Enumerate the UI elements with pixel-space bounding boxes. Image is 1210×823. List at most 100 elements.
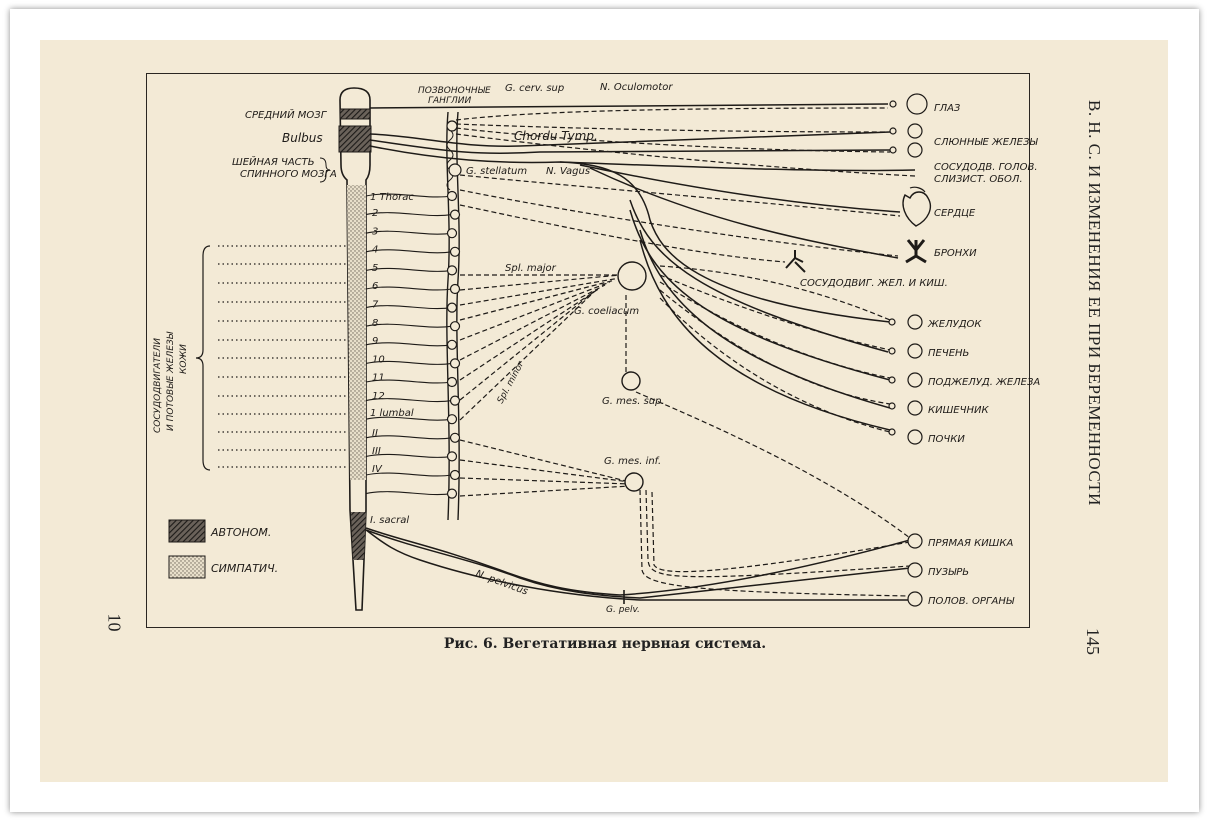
legend-sympathetic-label: СИМПАТИЧ. [211, 562, 278, 575]
chain-ganglion [446, 414, 458, 425]
label-bronchi: БРОНХИ [934, 248, 977, 259]
pancreas-terminal [907, 372, 923, 388]
ramus-communicans [365, 491, 453, 496]
label-ganglia-1: ПОЗВОНОЧНЫЕ [418, 86, 491, 96]
ganglion-stellatum [448, 163, 462, 177]
spinal-cord [338, 87, 372, 611]
label-g-cerv-sup: G. cerv. sup [505, 83, 564, 94]
ramus-communicans [365, 416, 453, 421]
sacral-autonomic-zone [351, 512, 366, 560]
salivary-terminal-2 [907, 142, 923, 158]
label-cervical-2: СПИННОГО МОЗГА [240, 169, 337, 180]
chain-ganglion [446, 376, 458, 388]
eye-terminal [906, 93, 928, 115]
sympathetic-zone [347, 185, 366, 480]
label-salivary: СЛЮННЫЕ ЖЕЛЕЗЫ [934, 137, 1038, 148]
bladder-terminal [907, 562, 923, 578]
label-chorda-tymp: Chordu Tymp. [514, 129, 598, 143]
label-midbrain: СРЕДНИЙ МОЗГ [245, 108, 328, 121]
ramus-communicans [365, 267, 453, 272]
thoracic-segment-label: 6 [372, 281, 378, 292]
chain-ganglion [446, 302, 458, 313]
ramus-communicans [365, 453, 453, 458]
ramus-communicans [365, 323, 453, 328]
thoracic-segment-label: 10 [372, 354, 385, 365]
thoracic-segment-label: 8 [372, 318, 378, 329]
label-sacral: I. sacral [370, 515, 409, 526]
chain-ganglion [449, 469, 461, 481]
label-intestine: КИШЕЧНИК [928, 405, 989, 416]
pelvic-fibers [365, 527, 911, 601]
label-heart: СЕРДЦЕ [934, 208, 976, 219]
figure-caption: Рис. 6. Вегетативная нервная система. [443, 636, 767, 652]
side-label-3: КОЖИ [179, 344, 189, 374]
organ-terminals [888, 93, 928, 607]
chain-ganglion [449, 358, 461, 369]
label-kidneys: ПОЧКИ [928, 434, 965, 445]
figure-border [146, 73, 1030, 628]
label-g-mes-inf: G. mes. inf. [604, 456, 661, 467]
label-n-oculomotor: N. Oculomotor [600, 82, 673, 93]
label-ganglia-2: ГАНГЛИИ [428, 96, 471, 106]
label-n-pelvicus: N. pelvicus [474, 568, 529, 597]
ganglion-mesentericum-superior [621, 371, 641, 391]
label-eye: ГЛАЗ [934, 103, 961, 114]
vessel-icon [785, 250, 806, 273]
label-genitals: ПОЛОВ. ОРГАНЫ [928, 596, 1015, 607]
side-label-2: И ПОТОВЫЕ ЖЕЛЕЗЫ [166, 331, 176, 431]
thoracic-segment-label: 11 [372, 373, 385, 384]
ramus-communicans [365, 249, 453, 254]
chain-ganglion [446, 228, 458, 239]
chain-ganglion [449, 432, 461, 443]
ramus-communicans [365, 286, 453, 291]
sympathetic-fibers [455, 107, 916, 597]
ganglion-mesentericum-inferior [624, 472, 644, 492]
thoracic-segment-label: 12 [372, 391, 385, 402]
heart-icon [902, 191, 932, 227]
label-liver: ПЕЧЕНЬ [928, 348, 969, 359]
ganglion-coeliacum [617, 261, 647, 291]
label-cervical-1: ШЕЙНАЯ ЧАСТЬ [232, 155, 315, 168]
skin-fibers [218, 245, 348, 468]
label-spl-major: Spl. major [505, 263, 557, 274]
chain-ganglion [449, 283, 461, 295]
salivary-terminal-1 [907, 123, 923, 139]
ramus-communicans [365, 212, 453, 217]
thoracic-segment-label: 3 [372, 226, 378, 237]
label-g-coeliacum: G. coeliacum [574, 306, 639, 317]
label-n-vagus: N. Vagus [546, 166, 590, 177]
chain-ganglion [446, 190, 458, 202]
label-vessels-head-2: СЛИЗИСТ. ОБОЛ. [934, 174, 1023, 185]
legend-sympathetic-swatch [168, 555, 206, 579]
label-stomach: ЖЕЛУДОК [927, 319, 982, 330]
chain-ganglion [449, 246, 461, 257]
chain-ganglia [365, 190, 461, 499]
skin-brace [195, 245, 211, 471]
label-pancreas: ПОДЖЕЛУД. ЖЕЛЕЗА [928, 377, 1040, 388]
bulbus-autonomic-zone [338, 125, 372, 153]
chain-ganglion [446, 265, 458, 276]
label-thorac: 1 Thorac [370, 192, 414, 203]
label-spl-minor: Spl. minor [496, 359, 527, 405]
ramus-communicans [365, 435, 453, 440]
thoracic-segment-label: 4 [372, 245, 378, 256]
label-bulbus: Bulbus [282, 131, 323, 145]
label-g-pelv: G. pelv. [606, 605, 640, 615]
side-label-1: СОСУДОДВИГАТЕЛИ [153, 338, 163, 433]
lumbar-segment-label: IV [372, 464, 383, 475]
thoracic-segment-label: 7 [372, 300, 379, 311]
legend-autonomic-label: АВТОНОМ. [210, 526, 271, 539]
ramus-communicans [365, 360, 453, 365]
ganglion-cervical-superior [446, 120, 458, 132]
page-number-right: 145 [1083, 628, 1103, 655]
chain-ganglion [449, 395, 461, 406]
rectum-terminal [907, 533, 923, 549]
ramus-communicans [365, 193, 453, 198]
liver-terminal [907, 343, 923, 359]
stomach-terminal [907, 314, 923, 330]
ramus-communicans [365, 379, 453, 384]
legend-autonomic-swatch [168, 519, 206, 543]
label-vessels-head-1: СОСУДОДВ. ГОЛОВ. [934, 162, 1038, 173]
chain-ganglion [446, 488, 458, 499]
